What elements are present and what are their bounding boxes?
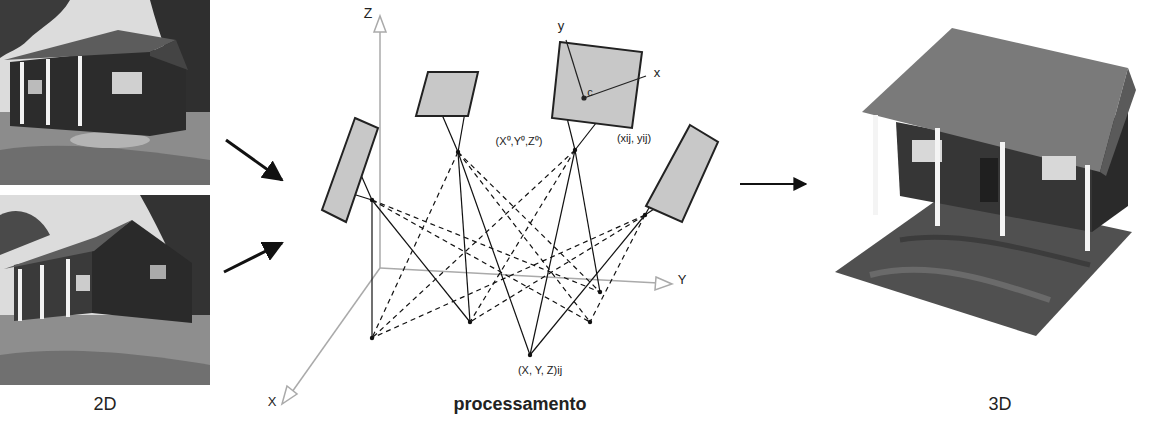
house-photo: [76, 275, 90, 291]
axis-label: Z: [363, 6, 374, 21]
house-photo: [46, 59, 50, 125]
coordinate-axes: [374, 16, 386, 32]
house-model: [1042, 156, 1076, 180]
house-photo: [0, 0, 210, 185]
house-model: [1085, 165, 1090, 251]
house-photo: [78, 56, 82, 126]
axis-label: y: [557, 19, 566, 33]
house-model: [835, 28, 1136, 336]
point: [370, 148, 647, 357]
coordinate-axes: [282, 16, 672, 404]
point: [643, 213, 647, 217]
coordinate-axes: [282, 386, 297, 404]
house-photo: [150, 40, 188, 70]
panel-label: 3D: [988, 395, 1011, 415]
axis-label: x: [653, 66, 662, 80]
image-plane: [322, 118, 378, 222]
house-photo: [10, 48, 186, 136]
coordinate-axes: [655, 277, 672, 290]
house-photo: [20, 62, 24, 124]
projection-ray: [372, 150, 575, 338]
projection-ray: [575, 150, 600, 292]
house-photo: [0, 195, 210, 385]
house-photo: [0, 315, 210, 385]
point: [370, 336, 374, 340]
house-photo: [0, 0, 210, 185]
projection-ray: [458, 152, 600, 292]
house-photo: [40, 265, 44, 319]
point: [598, 290, 602, 294]
image-axis: [582, 96, 586, 100]
projection-ray: [458, 152, 590, 322]
house-model: [862, 28, 1128, 172]
house-photo: [0, 195, 210, 385]
coordinate-label: (X⁰,Y⁰,Z⁰): [495, 135, 544, 147]
projection-ray: [530, 215, 645, 355]
projection-ray: [458, 112, 465, 152]
image-axis: [566, 40, 584, 98]
house-photo: [28, 80, 42, 94]
image-plane: [416, 72, 478, 116]
axis-label: X: [267, 395, 278, 409]
point-label: c: [587, 86, 593, 98]
projection-ray: [371, 200, 372, 338]
point: [573, 148, 577, 152]
house-photo: [18, 269, 22, 321]
house-model: [935, 128, 940, 226]
image-plane: [552, 42, 642, 128]
house-photo: [0, 351, 210, 385]
projection-ray: [470, 150, 575, 322]
house-photo: [0, 211, 50, 255]
house-model: [1100, 68, 1136, 176]
projection-ray: [470, 215, 645, 322]
house-model: [980, 158, 998, 202]
projection-ray: [372, 152, 458, 338]
coordinate-axes: [379, 30, 381, 268]
panel-label: processamento: [453, 395, 586, 415]
coordinate-axes: [292, 268, 380, 392]
flow-arrow: [740, 183, 806, 185]
house-photo: [112, 72, 142, 94]
point: [588, 320, 592, 324]
point: [456, 150, 460, 154]
house-photo: [66, 259, 70, 317]
point: [370, 198, 374, 202]
flow-arrow: [226, 140, 282, 180]
coordinate-axes: [380, 268, 658, 283]
flow-arrow: [224, 243, 282, 272]
house-model: [873, 115, 878, 215]
panel-label: 2D: [93, 395, 116, 415]
house-photo: [0, 146, 210, 185]
projection-ray: [340, 110, 690, 355]
image-plane: [646, 125, 718, 222]
projection-ray: [372, 215, 645, 338]
image-plane: [322, 42, 718, 222]
coordinate-label: (X, Y, Z)ij: [517, 364, 563, 376]
axis-label: Y: [677, 273, 688, 287]
house-photo: [14, 250, 92, 321]
image-axis: [584, 76, 646, 98]
house-model: [870, 270, 1050, 300]
projection-ray: [372, 150, 645, 338]
house-model: [1000, 142, 1005, 236]
point: [468, 320, 472, 324]
projection-ray: [590, 215, 645, 322]
house-model: [900, 237, 1090, 265]
projection-ray: [372, 200, 600, 292]
point: [528, 353, 532, 357]
image-axis: [566, 40, 646, 100]
coordinate-label: (xij, yij): [616, 132, 652, 144]
house-photo: [150, 265, 166, 279]
